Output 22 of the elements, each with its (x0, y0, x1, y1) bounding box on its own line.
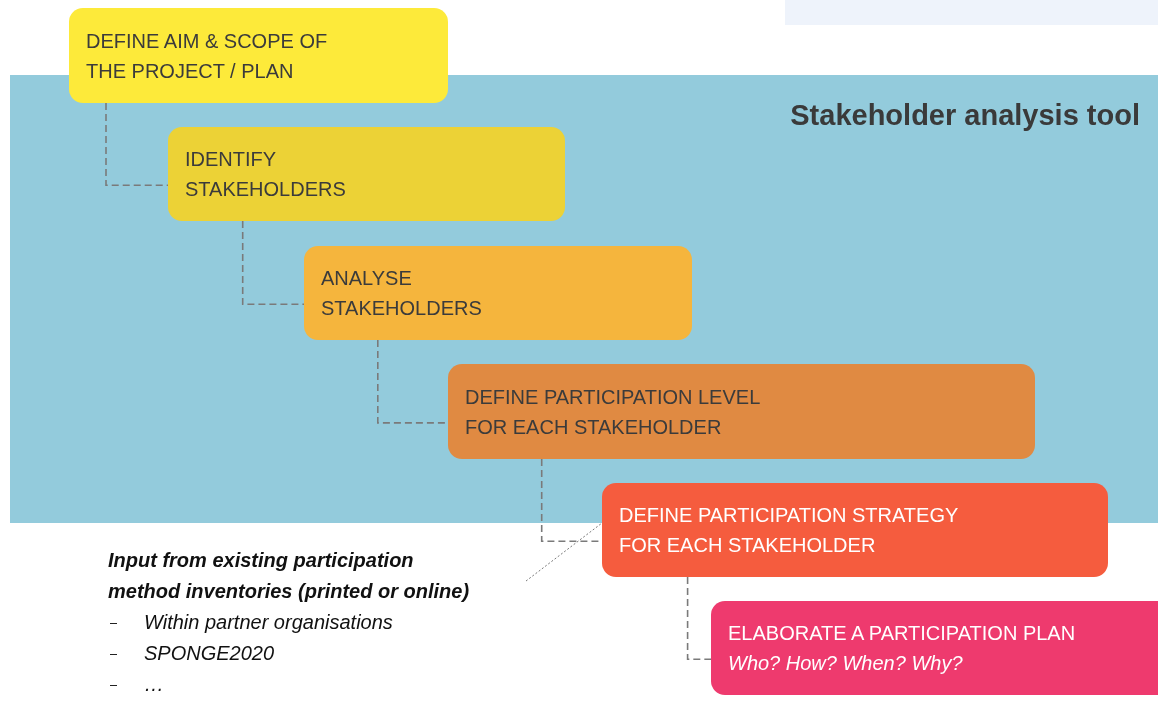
step-label: IDENTIFY STAKEHOLDERS (185, 147, 347, 202)
step-label: DEFINE PARTICIPATION LEVEL FOR EACH STAKEHOLDER (465, 384, 762, 440)
leader-line (525, 522, 603, 582)
process-box (304, 246, 692, 340)
process-box (168, 127, 565, 221)
process-box (448, 364, 1035, 459)
step-label: ELABORATE A PARTICIPATION PLAN (728, 621, 1077, 646)
band-title: Stakeholder analysis tool (790, 99, 1140, 132)
list-item: Within partner organisations (144, 611, 393, 633)
process-box (711, 601, 1158, 695)
process-box (69, 8, 448, 103)
step-subtitle: Who? How? When? Why? (728, 651, 964, 676)
step-label: ANALYSE STAKEHOLDERS (321, 266, 483, 321)
dashed-connector (241, 220, 305, 306)
list-item: … (144, 673, 164, 695)
dashed-connector (105, 102, 169, 187)
list-item: SPONGE2020 (144, 642, 275, 664)
step-label: DEFINE PARTICIPATION STRATEGY FOR EACH STAKEHOLDER (619, 503, 960, 558)
dashed-connector (686, 576, 712, 661)
input-heading: Input from existing participation method inventories (printed or online) (108, 548, 471, 604)
process-box (602, 483, 1108, 577)
step-label: DEFINE AIM & SCOPE OF THE PROJECT / PLAN (86, 28, 329, 84)
